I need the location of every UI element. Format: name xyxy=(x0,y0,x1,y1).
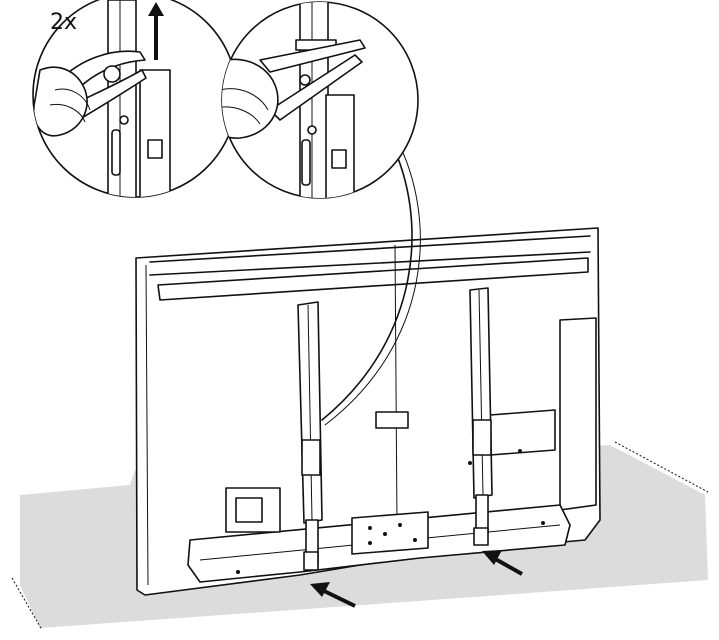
left-stand-bracket xyxy=(297,301,323,571)
push-arrow-right xyxy=(482,550,523,576)
right-stand-bracket xyxy=(469,287,493,546)
tv-back-panel xyxy=(135,227,601,596)
repeat-count-label: 2x xyxy=(50,10,78,35)
detail-circle-scissors xyxy=(221,1,419,199)
callout-pointer xyxy=(321,135,421,426)
push-arrow-left xyxy=(310,582,356,608)
detail-circle-pliers xyxy=(32,0,238,198)
